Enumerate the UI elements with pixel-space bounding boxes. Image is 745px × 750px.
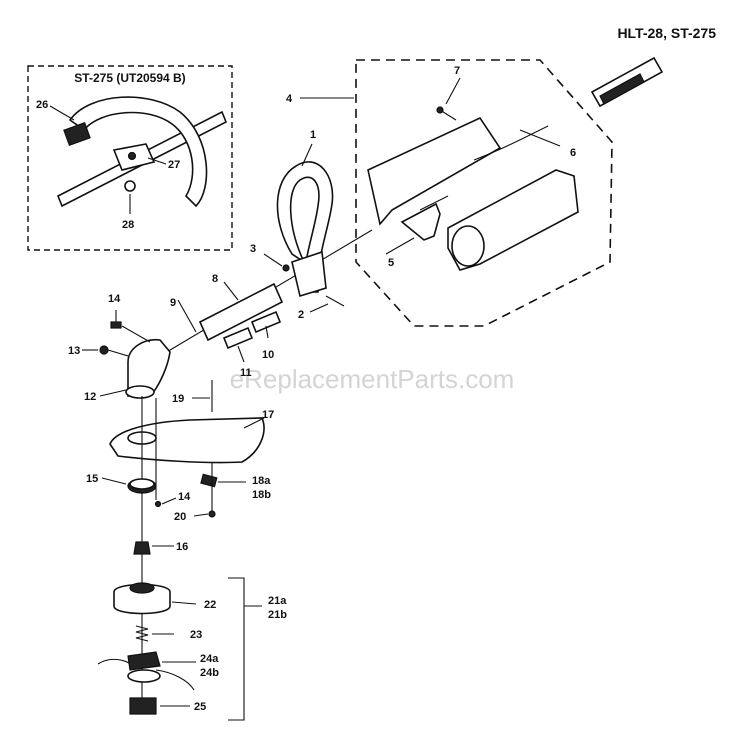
gearhead-base bbox=[125, 385, 155, 399]
diagram-title: HLT-28, ST-275 bbox=[617, 25, 716, 41]
leader-15 bbox=[101, 477, 127, 485]
screw-14-bottom bbox=[154, 500, 162, 508]
spool-24 bbox=[127, 651, 161, 671]
debris-shield-17 bbox=[109, 417, 265, 464]
inset-loop-handle bbox=[68, 96, 208, 208]
label-13: 13 bbox=[68, 345, 80, 357]
watermark: eReplacementParts.com bbox=[230, 364, 515, 394]
screw-14-head bbox=[110, 321, 122, 329]
label-5: 5 bbox=[388, 257, 394, 269]
bracket-21 bbox=[228, 577, 245, 721]
label-16: 16 bbox=[176, 541, 188, 553]
arbor-16 bbox=[133, 541, 151, 555]
inset-nut bbox=[124, 180, 136, 192]
leader-6 bbox=[519, 129, 561, 147]
label-7: 7 bbox=[454, 65, 460, 77]
leader-10 bbox=[265, 325, 269, 339]
throttle-spring bbox=[419, 195, 449, 211]
label-4: 4 bbox=[286, 93, 293, 105]
inset-handle-grip bbox=[63, 121, 91, 147]
label-27: 27 bbox=[168, 159, 180, 171]
leader-9 bbox=[177, 299, 197, 333]
leader-27 bbox=[147, 157, 167, 165]
inset-title: ST-275 (UT20594 B) bbox=[74, 71, 185, 85]
leader-3 bbox=[263, 253, 283, 267]
nut-18 bbox=[200, 473, 218, 488]
label-26: 26 bbox=[36, 99, 48, 111]
housing-left-half bbox=[367, 116, 502, 226]
screw-13-shank bbox=[107, 349, 129, 357]
drive-tube-grip bbox=[599, 73, 645, 105]
trimmer-head-hub bbox=[129, 582, 155, 594]
label-11: 11 bbox=[240, 367, 252, 379]
label-14-bottom: 14 bbox=[178, 491, 191, 503]
label-17: 17 bbox=[262, 409, 274, 421]
inset-clamp-bolt bbox=[127, 151, 137, 161]
label-14-top: 14 bbox=[108, 293, 121, 305]
spool-flange bbox=[127, 669, 161, 683]
spacer-3 bbox=[282, 264, 290, 272]
housing-right-end bbox=[451, 225, 485, 267]
label-25: 25 bbox=[194, 701, 206, 713]
bearing-15-face bbox=[129, 478, 155, 490]
washer-20 bbox=[208, 510, 216, 518]
label-22: 22 bbox=[204, 599, 216, 611]
engine-group-border bbox=[355, 59, 613, 327]
leader-11 bbox=[237, 345, 245, 363]
bushing-11 bbox=[222, 326, 254, 350]
handle-bracket bbox=[291, 250, 327, 298]
label-21a: 21a bbox=[268, 595, 287, 607]
leader-17 bbox=[243, 417, 265, 429]
label-18b: 18b bbox=[252, 489, 271, 501]
label-12: 12 bbox=[84, 391, 96, 403]
leader-5 bbox=[385, 237, 415, 255]
throttle-cable bbox=[473, 125, 549, 161]
bolt-2 bbox=[325, 295, 345, 307]
leader-14-bottom bbox=[161, 497, 177, 505]
drive-tube-8 bbox=[198, 282, 284, 342]
label-18a: 18a bbox=[252, 475, 271, 487]
label-6: 6 bbox=[570, 147, 576, 159]
inset-border bbox=[27, 65, 233, 251]
bushing-10 bbox=[250, 310, 282, 334]
label-24b: 24b bbox=[200, 667, 219, 679]
leader-2 bbox=[309, 303, 329, 313]
trimmer-head-22 bbox=[113, 583, 171, 615]
leader-12 bbox=[99, 389, 127, 397]
label-10: 10 bbox=[262, 349, 274, 361]
label-8: 8 bbox=[212, 273, 218, 285]
screw-7-head bbox=[436, 106, 444, 114]
inset-st275: ST-275 (UT20594 B) 26 27 28 bbox=[27, 65, 233, 251]
spring-23 bbox=[135, 625, 149, 642]
bump-knob-25 bbox=[129, 697, 157, 715]
leader-22 bbox=[171, 601, 197, 605]
leader-8 bbox=[223, 281, 239, 301]
leader-26 bbox=[49, 105, 75, 121]
screw-14-axis bbox=[121, 325, 151, 343]
throttle-trigger bbox=[400, 202, 441, 241]
label-24a: 24a bbox=[200, 653, 219, 665]
screw-13 bbox=[99, 345, 109, 355]
label-19: 19 bbox=[172, 393, 184, 405]
label-15: 15 bbox=[86, 473, 98, 485]
label-2: 2 bbox=[298, 309, 304, 321]
label-9: 9 bbox=[170, 297, 176, 309]
leader-7 bbox=[445, 77, 461, 105]
label-20: 20 bbox=[174, 511, 186, 523]
leader-1 bbox=[301, 143, 313, 167]
label-3: 3 bbox=[250, 243, 256, 255]
label-1: 1 bbox=[310, 129, 316, 141]
engine-group: 7 6 5 4 bbox=[286, 56, 664, 327]
trimmer-line bbox=[97, 658, 195, 691]
label-23: 23 bbox=[190, 629, 202, 641]
leader-20 bbox=[193, 513, 209, 517]
label-21b: 21b bbox=[268, 609, 287, 621]
label-28: 28 bbox=[122, 219, 134, 231]
